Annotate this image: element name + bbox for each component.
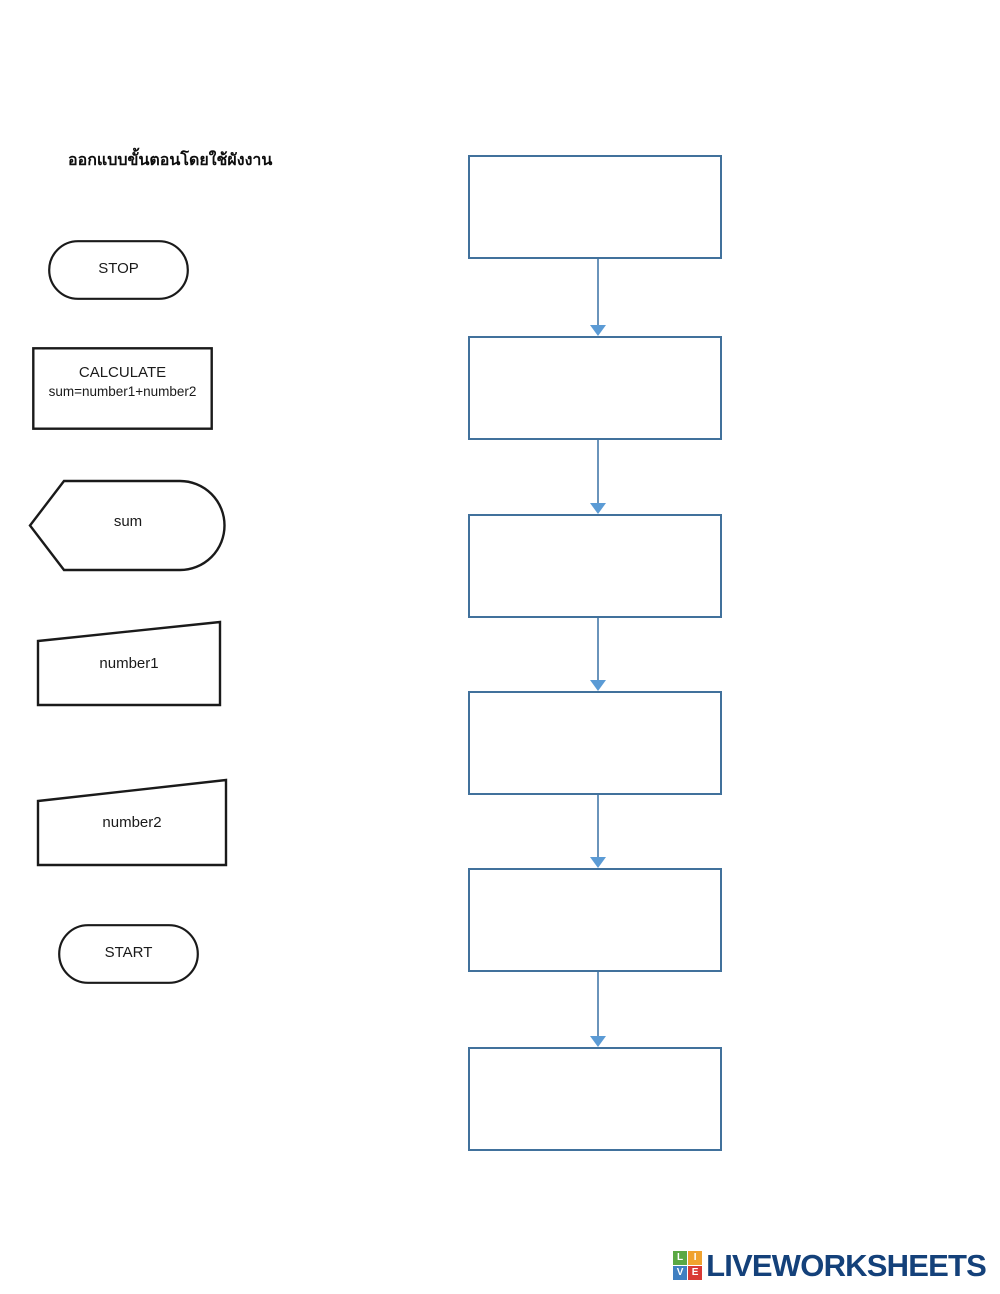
flow-connector-arrow [586,259,610,337]
liveworksheets-logo: L I V E LIVEWORKSHEETS [673,1247,987,1283]
manual-input-shape-icon [36,620,222,707]
flow-connector-arrow [586,440,610,515]
flow-connector-arrow [586,618,610,692]
arrowhead-down-icon [590,857,606,868]
manual-input-shape-icon [36,778,228,867]
flow-connector-arrow [586,795,610,869]
connector-line [597,259,599,327]
drop-target-slot-5[interactable] [468,868,722,972]
connector-line [597,972,599,1038]
drag-shape-start[interactable]: START [58,924,199,984]
logo-tile-l: L [673,1250,688,1265]
drag-shape-stop[interactable]: STOP [48,240,189,300]
connector-line [597,795,599,859]
arrowhead-down-icon [590,1036,606,1047]
page-title: ออกแบบขั้นตอนโดยใช้ผังงาน [68,150,273,169]
logo-wordmark: LIVEWORKSHEETS [706,1247,987,1283]
flow-connector-arrow [586,972,610,1048]
drop-target-slot-1[interactable] [468,155,722,259]
terminator-shape-icon [48,240,189,300]
logo-tile-e: E [688,1265,703,1280]
arrowhead-down-icon [590,325,606,336]
drag-shape-number2[interactable]: number2 [36,778,228,867]
drag-shape-calculate[interactable]: CALCULATE sum=number1+number2 [32,347,213,430]
terminator-shape-icon [58,924,199,984]
process-shape-icon [32,347,213,430]
drop-target-slot-4[interactable] [468,691,722,795]
drop-target-slot-3[interactable] [468,514,722,618]
logo-tile-v: V [673,1265,688,1280]
drop-target-slot-6[interactable] [468,1047,722,1151]
connector-line [597,440,599,505]
connector-line [597,618,599,682]
display-shape-icon [28,479,226,572]
drag-shape-sum[interactable]: sum [28,479,228,572]
logo-tile-grid: L I V E [673,1250,703,1280]
drop-target-slot-2[interactable] [468,336,722,440]
drag-shape-number1[interactable]: number1 [36,620,222,707]
arrowhead-down-icon [590,680,606,691]
arrowhead-down-icon [590,503,606,514]
logo-tile-i: I [688,1250,703,1265]
